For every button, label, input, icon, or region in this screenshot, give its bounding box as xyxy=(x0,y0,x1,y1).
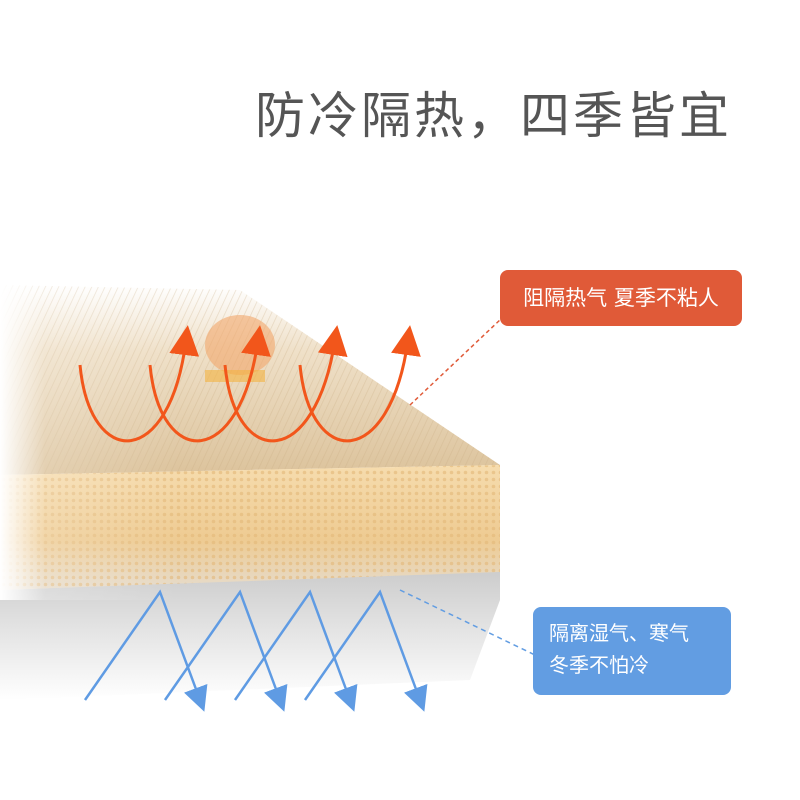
heat-leader-line xyxy=(409,317,503,406)
page-title: 防冷隔热，四季皆宜 xyxy=(255,87,732,145)
cold-callout-line2: 冬季不怕冷 xyxy=(549,653,649,677)
heat-arrows xyxy=(78,325,421,443)
cold-callout: 隔离湿气、寒气 冬季不怕冷 xyxy=(533,607,731,695)
cold-leader-line xyxy=(399,589,536,656)
cold-callout-line1: 隔离湿气、寒气 xyxy=(549,621,689,645)
cold-arrows xyxy=(83,589,428,712)
mat-shadow xyxy=(0,570,500,700)
heat-callout-text: 阻隔热气 夏季不粘人 xyxy=(523,286,719,310)
heat-callout: 阻隔热气 夏季不粘人 xyxy=(500,270,742,326)
